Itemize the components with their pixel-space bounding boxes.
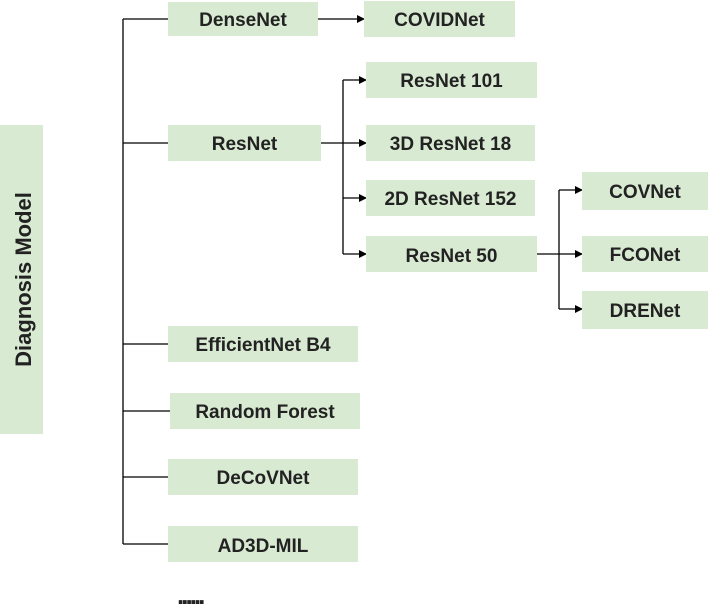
node-resnet: ResNet: [168, 125, 321, 161]
node-drenet-label: DRENet: [610, 301, 681, 322]
node-resnet50-label: ResNet 50: [406, 246, 498, 267]
node-covidnet-label: COVIDNet: [394, 10, 485, 31]
node-resnet101: ResNet 101: [366, 62, 537, 98]
node-fconet: FCONet: [582, 236, 708, 272]
node-ad3dmil-label: AD3D-MIL: [218, 536, 309, 557]
node-randomforest: Random Forest: [170, 393, 360, 429]
node-resnet3d18: 3D ResNet 18: [366, 125, 535, 161]
node-resnet3d18-label: 3D ResNet 18: [390, 134, 511, 155]
node-resnet2d152-label: 2D ResNet 152: [384, 189, 516, 210]
node-covnet: COVNet: [582, 172, 708, 210]
node-covnet-label: COVNet: [609, 182, 681, 203]
node-resnet50: ResNet 50: [366, 236, 537, 272]
node-fconet-label: FCONet: [610, 245, 681, 266]
root-node: Diagnosis Model: [0, 125, 43, 434]
node-efficientnetb4-label: EfficientNet B4: [195, 335, 331, 356]
node-resnet2d152: 2D ResNet 152: [366, 180, 535, 216]
ellipsis: ......: [177, 580, 204, 606]
node-drenet: DRENet: [582, 291, 708, 329]
node-densenet-label: DenseNet: [199, 10, 287, 31]
root-label: Diagnosis Model: [11, 192, 36, 367]
node-efficientnetb4: EfficientNet B4: [168, 326, 358, 362]
node-densenet: DenseNet: [168, 2, 318, 36]
node-ad3dmil: AD3D-MIL: [168, 526, 358, 562]
node-resnet101-label: ResNet 101: [400, 71, 503, 92]
node-decovnet: DeCoVNet: [168, 459, 358, 495]
node-decovnet-label: DeCoVNet: [217, 468, 311, 489]
node-randomforest-label: Random Forest: [195, 402, 335, 423]
node-resnet-label: ResNet: [212, 134, 278, 155]
node-covidnet: COVIDNet: [364, 1, 515, 37]
